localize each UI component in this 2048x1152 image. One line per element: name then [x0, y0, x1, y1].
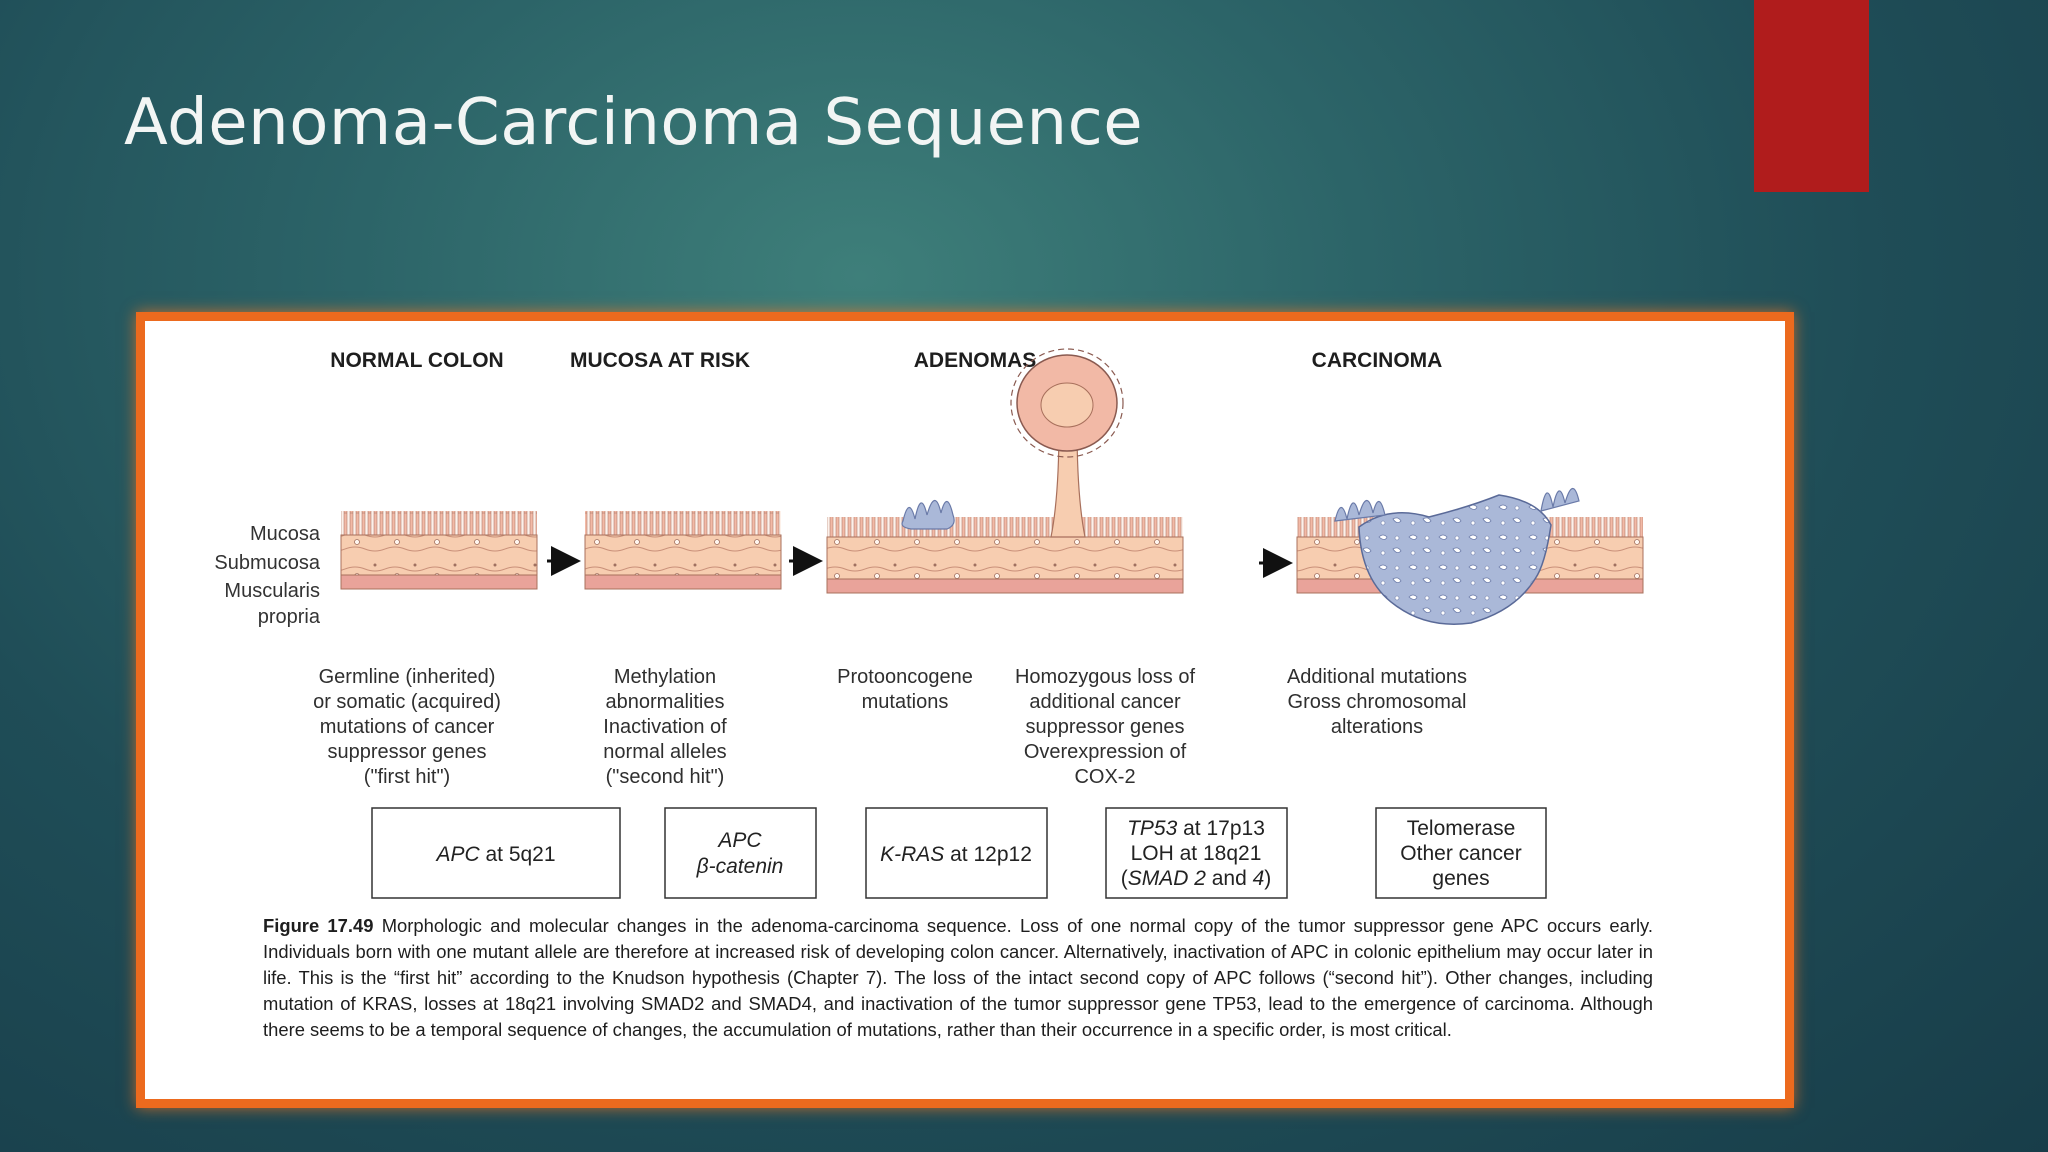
event-line: Methylation: [614, 666, 716, 688]
adenoma-tissue: [826, 348, 1184, 594]
event-line: normal alleles: [603, 741, 726, 763]
event-line: Germline (inherited): [319, 666, 496, 688]
gene-name: β-catenin: [696, 855, 784, 878]
accent-bar: [1754, 0, 1869, 192]
event-line: ("first hit"): [364, 766, 450, 788]
gene-box-text: Telomerase: [1407, 817, 1516, 840]
event-line: mutations of cancer: [320, 716, 495, 738]
event-line: Inactivation of: [603, 716, 727, 738]
event-line: Additional mutations: [1287, 666, 1467, 688]
events-adenomas-early: Protooncogene mutations: [837, 666, 973, 713]
gene-name: APC: [434, 843, 480, 866]
events-normal-colon: Germline (inherited) or somatic (acquire…: [313, 666, 501, 788]
event-line: Overexpression of: [1024, 741, 1187, 763]
figure-frame: NORMAL COLON MUCOSA AT RISK ADENOMAS CAR…: [136, 312, 1794, 1108]
gene-name: 4: [1253, 867, 1265, 890]
gene-box-text: Other cancer: [1400, 842, 1521, 865]
event-line: suppressor genes: [328, 741, 487, 763]
events-mucosa-at-risk: Methylation abnormalities Inactivation o…: [603, 666, 727, 788]
figure-caption: Figure 17.49 Morphologic and molecular c…: [263, 913, 1653, 1043]
gene-locus: at 12p12: [944, 843, 1032, 866]
event-line: alterations: [1331, 716, 1423, 738]
gene-box-text: genes: [1432, 867, 1489, 890]
events-carcinoma: Additional mutations Gross chromosomal a…: [1287, 666, 1467, 738]
paren: (: [1121, 867, 1128, 890]
event-line: Homozygous loss of: [1015, 666, 1196, 688]
event-line: ("second hit"): [606, 766, 725, 788]
paren: ): [1264, 867, 1271, 890]
gene-conj: and: [1206, 867, 1253, 890]
gene-box-tp53: TP53 at 17p13 LOH at 18q21 (SMAD 2 and 4…: [1105, 807, 1288, 899]
event-line: additional cancer: [1029, 691, 1181, 713]
gene-box-text: (SMAD 2 and 4): [1121, 867, 1272, 890]
event-line: abnormalities: [606, 691, 725, 713]
gene-name: APC: [716, 829, 762, 852]
stage-heading-normal-colon: NORMAL COLON: [330, 349, 503, 372]
caption-label: Figure 17.49: [263, 915, 374, 936]
gene-locus: at 5q21: [480, 843, 556, 866]
stage-heading-adenomas: ADENOMAS: [914, 349, 1037, 372]
event-line: Protooncogene: [837, 666, 973, 688]
stage-heading-carcinoma: CARCINOMA: [1312, 349, 1443, 372]
slide-title: Adenoma-Carcinoma Sequence: [124, 86, 1144, 160]
gene-box-apc: APC at 5q21: [371, 807, 621, 899]
layer-label-propria: propria: [258, 606, 321, 628]
event-line: COX-2: [1074, 766, 1135, 788]
event-line: suppressor genes: [1026, 716, 1185, 738]
gene-box-text: K-RAS at 12p12: [880, 843, 1032, 866]
mucosa-at-risk-tissue: [584, 511, 782, 590]
layer-label-mucosa: Mucosa: [250, 523, 321, 545]
event-line: mutations: [862, 691, 949, 713]
gene-name: K-RAS: [880, 843, 944, 866]
gene-box-text: TP53 at 17p13: [1127, 817, 1265, 840]
gene-box-kras: K-RAS at 12p12: [865, 807, 1048, 899]
event-line: Gross chromosomal: [1288, 691, 1467, 713]
layer-label-submucosa: Submucosa: [214, 552, 320, 574]
normal-colon-tissue: [340, 511, 538, 590]
layer-label-muscularis: Muscularis: [224, 580, 320, 602]
events-adenomas-late: Homozygous loss of additional cancer sup…: [1015, 666, 1196, 788]
gene-name: TP53: [1127, 817, 1178, 840]
gene-box-text: LOH at 18q21: [1131, 842, 1262, 865]
event-line: or somatic (acquired): [313, 691, 501, 713]
stage-heading-mucosa-at-risk: MUCOSA AT RISK: [570, 349, 750, 372]
caption-text: Morphologic and molecular changes in the…: [263, 915, 1653, 1040]
gene-name: SMAD 2: [1128, 867, 1207, 890]
gene-locus: at 17p13: [1177, 817, 1265, 840]
carcinoma-tissue: [1296, 487, 1644, 625]
gene-box-text: APC at 5q21: [434, 843, 555, 866]
gene-box-telomerase: Telomerase Other cancer genes: [1375, 807, 1547, 899]
gene-box-apc-beta-catenin: APC β-catenin: [664, 807, 817, 899]
sequence-diagram: NORMAL COLON MUCOSA AT RISK ADENOMAS CAR…: [214, 348, 1644, 899]
